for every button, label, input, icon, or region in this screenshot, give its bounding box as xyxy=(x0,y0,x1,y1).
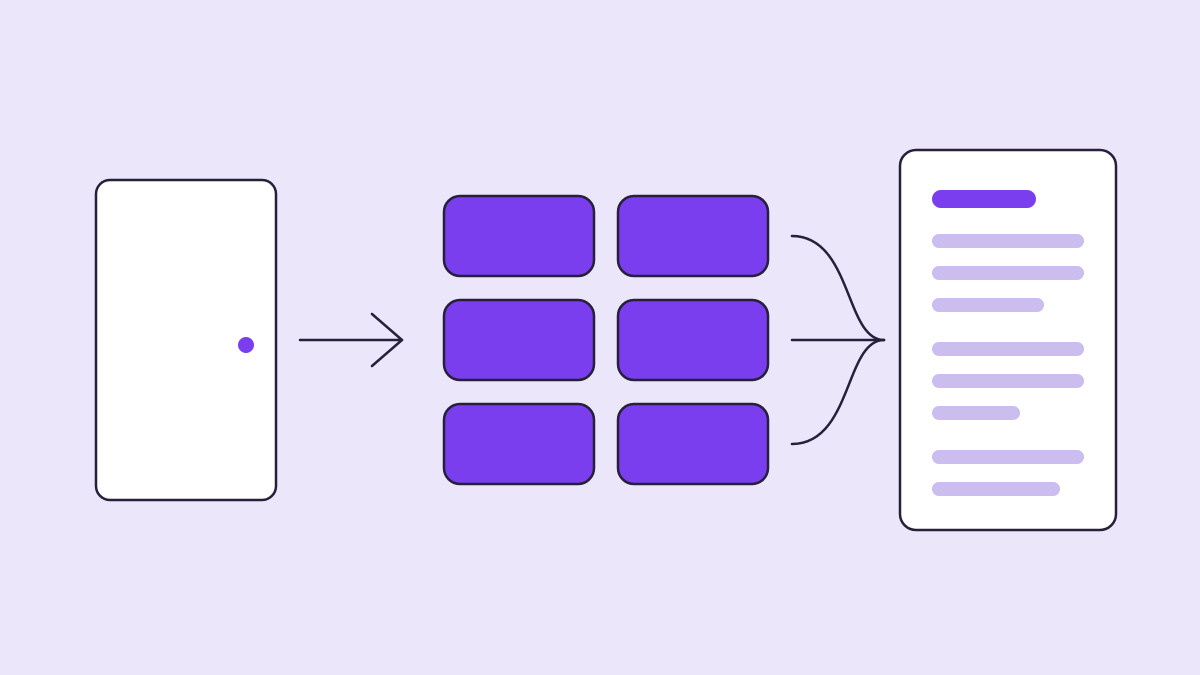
document-icon xyxy=(898,148,1118,532)
merge-branch-top xyxy=(790,234,886,342)
block-r2-c2 xyxy=(616,298,770,382)
arrow-right-icon xyxy=(298,312,404,368)
door-icon xyxy=(94,178,278,502)
document-heading-line xyxy=(932,190,1036,208)
text-line xyxy=(932,450,1084,464)
door-frame xyxy=(94,178,278,502)
text-line xyxy=(932,234,1084,248)
text-line xyxy=(932,482,1060,496)
text-line xyxy=(932,298,1044,312)
block-r1-c2 xyxy=(616,194,770,278)
text-line xyxy=(932,406,1020,420)
text-line xyxy=(932,266,1084,280)
merge-arrow-icon xyxy=(790,234,886,446)
text-line xyxy=(932,342,1084,356)
merge-branch-bottom xyxy=(790,338,886,446)
block-r1-c1 xyxy=(442,194,596,278)
block-r3-c1 xyxy=(442,402,596,486)
text-line xyxy=(932,374,1084,388)
document-text-lines xyxy=(932,234,1084,496)
block-grid xyxy=(442,194,770,486)
arrow-head xyxy=(370,312,404,368)
door-knob xyxy=(238,337,254,353)
block-r3-c2 xyxy=(616,402,770,486)
block-r2-c1 xyxy=(442,298,596,382)
